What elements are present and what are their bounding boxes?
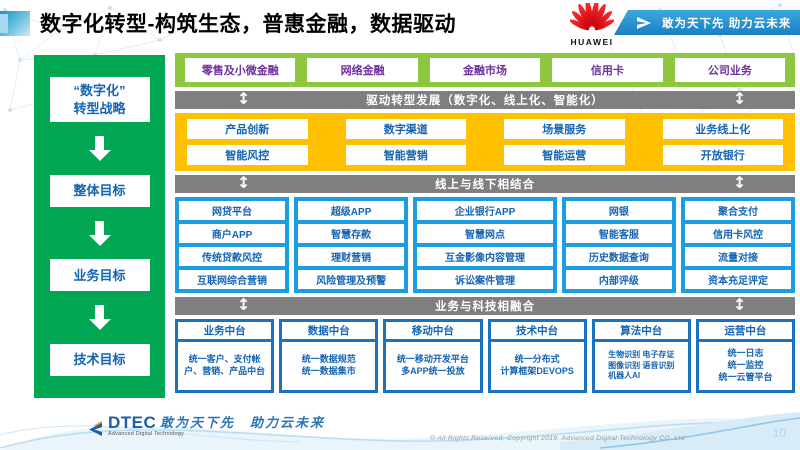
diagram-main: 零售及小微金融 网络金融 金融市场 信用卡 公司业务 ↕ 驱动转型发展（数字化、… <box>175 53 796 393</box>
dtec-subtitle: Advanced Digital Technology <box>108 430 184 437</box>
sidebar-item-tech-goal: 技术目标 <box>49 343 150 376</box>
footer-slogan: 敢为天下先 助力云未来 <box>160 415 326 430</box>
capabilities-panel: 产品创新 数字渠道 场景服务 业务线上化 智能风控 智能营销 智能运营 开放银行 <box>175 113 795 171</box>
updown-arrow-icon: ↕ <box>733 295 748 314</box>
huawei-wordmark: HUAWEI <box>570 37 614 47</box>
platform-title: 业务中台 <box>178 322 272 339</box>
capability-box: 开放银行 <box>662 145 783 165</box>
down-arrow-icon <box>88 305 111 331</box>
huawei-logo: HUAWEI <box>568 0 616 47</box>
platform-items: 统一数据规范 统一数据集市 <box>282 342 376 390</box>
business-line-box: 信用卡 <box>552 58 663 82</box>
platform-column-operations: 运营中台 统一日志 统一监控 统一云管平台 <box>695 319 796 393</box>
down-arrow-icon <box>88 220 111 246</box>
channel-box: 聚合支付 <box>684 201 791 220</box>
dtec-text: DTEC Advanced Digital Technology <box>108 414 184 438</box>
strategy-sidebar: “数字化” 转型战略 整体目标 业务目标 技术目标 <box>34 55 165 398</box>
channel-box: 互金影像内容管理 <box>417 247 553 266</box>
copyright-text: © All Rights Reserved, Copyright 2019, A… <box>430 435 685 442</box>
business-line-box: 零售及小微金融 <box>185 58 296 82</box>
ribbon-slogan-text: 敢为天下先 助力云未来 <box>662 17 792 30</box>
channel-column: 网贷平台 商户APP 传统贷款风控 互联网综合营销 <box>175 197 290 293</box>
section-bar-label: 线上与线下相结合 <box>435 179 535 191</box>
sidebar-item-strategy: “数字化” 转型战略 <box>49 77 150 123</box>
section-bar-online-offline: ↕ 线上与线下相结合 ↕ <box>175 173 795 193</box>
channel-box: 诉讼案件管理 <box>417 270 553 289</box>
channel-box: 智慧网点 <box>417 224 553 243</box>
platform-column-algorithm: 算法中台 生物识别 电子存证 图像识别 语音识别 机器人AI <box>591 319 691 393</box>
channel-box: 风险管理及预警 <box>298 270 405 289</box>
platform-title: 技术中台 <box>490 322 584 339</box>
channel-box: 智能客服 <box>565 224 672 243</box>
platform-column-data: 数据中台 统一数据规范 统一数据集市 <box>279 319 379 393</box>
channel-column: 超级APP 智慧存款 理财营销 风险管理及预警 <box>294 197 409 293</box>
channel-box: 资本充足评定 <box>684 270 791 289</box>
dtec-logo: DTEC Advanced Digital Technology <box>86 414 184 438</box>
section-bar-business-tech: ↕ 业务与科技相融合 ↕ <box>175 295 795 315</box>
business-lines-row: 零售及小微金融 网络金融 金融市场 信用卡 公司业务 <box>175 53 795 87</box>
platform-title: 移动中台 <box>386 322 480 339</box>
platform-items: 统一日志 统一监控 统一云管平台 <box>698 342 793 390</box>
section-bar-drive-transformation: ↕ 驱动转型发展（数字化、线上化、智能化） ↕ <box>175 89 795 109</box>
business-line-box: 网络金融 <box>307 58 418 82</box>
page-title: 数字化转型-构筑生态，普惠金融，数据驱动 <box>40 13 456 36</box>
channel-box: 信用卡风控 <box>684 224 791 243</box>
platform-title: 算法中台 <box>594 322 688 339</box>
page-number: 10 <box>772 426 786 440</box>
platform-items: 统一移动开发平台 多APP统一投放 <box>386 342 480 390</box>
platform-title: 数据中台 <box>282 322 376 339</box>
platform-items: 统一分布式 计算框架DEVOPS <box>490 342 584 390</box>
dtec-wordmark: DTEC <box>108 412 157 432</box>
capability-box: 业务线上化 <box>662 119 783 139</box>
updown-arrow-icon: ↕ <box>237 295 252 314</box>
channel-box: 智慧存款 <box>298 224 405 243</box>
updown-arrow-icon: ↕ <box>237 89 252 108</box>
business-line-box: 公司业务 <box>674 58 786 82</box>
section-bar-label: 驱动转型发展（数字化、线上化、智能化） <box>366 95 604 107</box>
channel-box: 理财营销 <box>298 247 405 266</box>
capability-box: 场景服务 <box>504 119 625 139</box>
channel-column: 网银 智能客服 历史数据查询 内部评级 <box>561 197 676 293</box>
channel-box: 传统贷款风控 <box>179 247 286 266</box>
platform-title: 运营中台 <box>698 322 793 339</box>
capability-box: 产品创新 <box>187 119 308 139</box>
section-bar-label: 业务与科技相融合 <box>435 301 535 313</box>
business-line-box: 金融市场 <box>429 58 541 82</box>
channel-box: 企业银行APP <box>417 201 553 220</box>
updown-arrow-icon: ↕ <box>237 173 252 192</box>
down-arrow-icon <box>88 135 111 161</box>
platform-column-tech: 技术中台 统一分布式 计算框架DEVOPS <box>487 319 587 393</box>
channels-section: 网贷平台 商户APP 传统贷款风控 互联网综合营销 超级APP 智慧存款 理财营… <box>175 197 795 293</box>
channel-box: 超级APP <box>298 201 405 220</box>
channel-box: 网银 <box>565 201 672 220</box>
updown-arrow-icon: ↕ <box>733 173 748 192</box>
channel-column: 聚合支付 信用卡风控 流量对接 资本充足评定 <box>680 197 795 293</box>
platform-items: 统一客户、支付帐户、营销、产品中台 <box>178 342 272 390</box>
updown-arrow-icon: ↕ <box>733 89 748 108</box>
paper-plane-icon <box>637 16 651 29</box>
channel-box: 流量对接 <box>684 247 791 266</box>
huawei-flower-icon <box>569 0 615 31</box>
channel-box: 历史数据查询 <box>565 247 672 266</box>
channel-box: 内部评级 <box>565 270 672 289</box>
middle-platform-section: 业务中台 统一客户、支付帐户、营销、产品中台 数据中台 统一数据规范 统一数据集… <box>175 319 796 393</box>
slogan-ribbon: 敢为天下先 助力云未来 <box>614 10 800 35</box>
capability-box: 智能风控 <box>187 145 308 165</box>
footer: DTEC Advanced Digital Technology 敢为天下先 助… <box>0 400 800 450</box>
platform-items: 生物识别 电子存证 图像识别 语音识别 机器人AI <box>594 342 688 390</box>
capability-box: 数字渠道 <box>345 119 466 139</box>
platform-column-mobile: 移动中台 统一移动开发平台 多APP统一投放 <box>383 319 483 393</box>
capability-box: 智能运营 <box>504 145 625 165</box>
header: 数字化转型-构筑生态，普惠金融，数据驱动 HUAWEI <box>0 0 800 48</box>
channel-column: 企业银行APP 智慧网点 互金影像内容管理 诉讼案件管理 <box>413 197 557 293</box>
channel-box: 互联网综合营销 <box>179 270 286 289</box>
platform-column-business: 业务中台 统一客户、支付帐户、营销、产品中台 <box>175 319 275 393</box>
sidebar-item-overall-goal: 整体目标 <box>49 174 150 207</box>
title-accent-decoration <box>0 11 30 36</box>
channel-box: 商户APP <box>179 224 286 243</box>
capability-box: 智能营销 <box>345 145 466 165</box>
sidebar-item-business-goal: 业务目标 <box>49 259 150 292</box>
dtec-arrow-icon <box>89 421 102 436</box>
channel-box: 网贷平台 <box>179 201 286 220</box>
